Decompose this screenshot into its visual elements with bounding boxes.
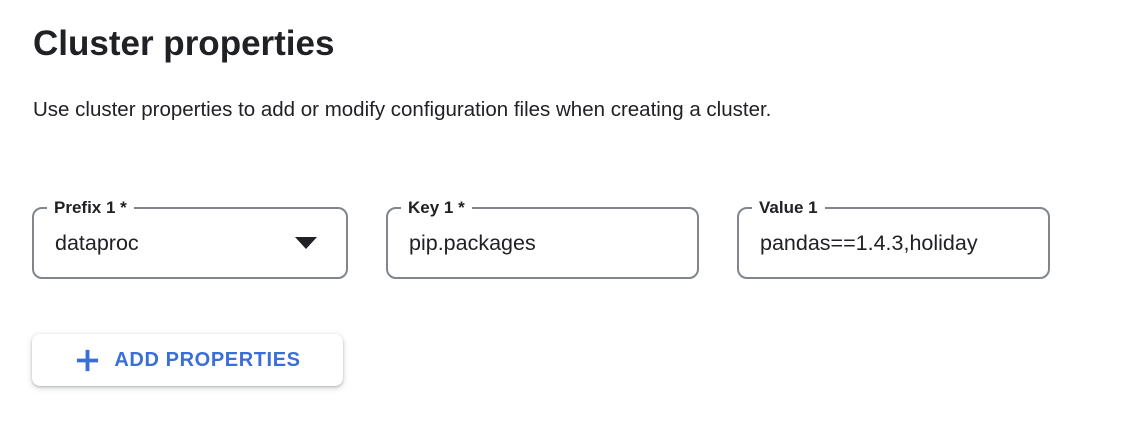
prefix-label: Prefix 1 * bbox=[47, 197, 134, 219]
property-row: Prefix 1 * dataproc Key 1 * pip.packages… bbox=[32, 197, 1050, 279]
key-value: pip.packages bbox=[409, 230, 536, 255]
value-input[interactable]: Value 1 pandas==1.4.3,holiday bbox=[737, 197, 1050, 279]
page-title: Cluster properties bbox=[33, 24, 335, 63]
key-label: Key 1 * bbox=[401, 197, 472, 219]
plus-icon bbox=[77, 349, 99, 371]
prefix-dropdown[interactable]: Prefix 1 * dataproc bbox=[32, 197, 348, 279]
add-properties-button[interactable]: ADD PROPERTIES bbox=[32, 334, 343, 386]
dropdown-arrow-icon bbox=[295, 237, 317, 249]
add-properties-label: ADD PROPERTIES bbox=[114, 348, 301, 371]
value-value: pandas==1.4.3,holiday bbox=[760, 230, 978, 255]
prefix-selected-value: dataproc bbox=[55, 230, 139, 255]
key-input[interactable]: Key 1 * pip.packages bbox=[386, 197, 699, 279]
page-description: Use cluster properties to add or modify … bbox=[33, 98, 772, 121]
value-label: Value 1 bbox=[752, 197, 825, 219]
